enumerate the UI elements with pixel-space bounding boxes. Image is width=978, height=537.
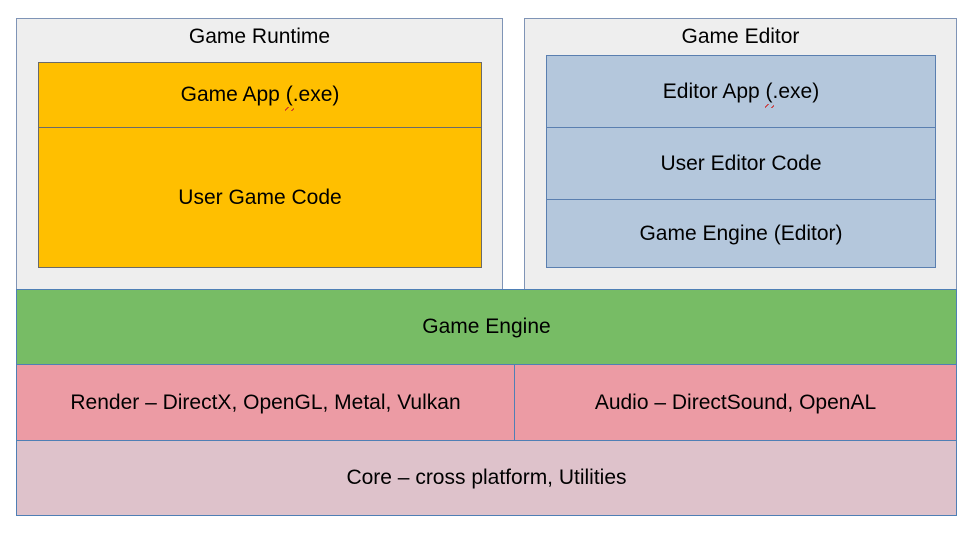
- core-layer: Core – cross platform, Utilities: [16, 440, 957, 516]
- game-engine-layer: Game Engine: [16, 289, 957, 365]
- game-engine-editor-box: Game Engine (Editor): [546, 199, 936, 268]
- user-game-code-box: User Game Code: [38, 127, 482, 268]
- game-app-box: Game App (.exe): [38, 62, 482, 128]
- spellcheck-mark: (: [285, 83, 293, 106]
- game-runtime-title: Game Runtime: [188, 25, 331, 48]
- render-layer: Render – DirectX, OpenGL, Metal, Vulkan: [16, 364, 515, 441]
- spellcheck-mark: (: [765, 79, 773, 103]
- editor-app-box: Editor App (.exe): [546, 55, 936, 128]
- audio-layer: Audio – DirectSound, OpenAL: [514, 364, 957, 441]
- game-app-label: Game App (.exe): [180, 83, 340, 106]
- user-editor-code-box: User Editor Code: [546, 127, 936, 200]
- editor-app-label: Editor App (.exe): [662, 79, 820, 103]
- game-editor-title: Game Editor: [681, 25, 800, 48]
